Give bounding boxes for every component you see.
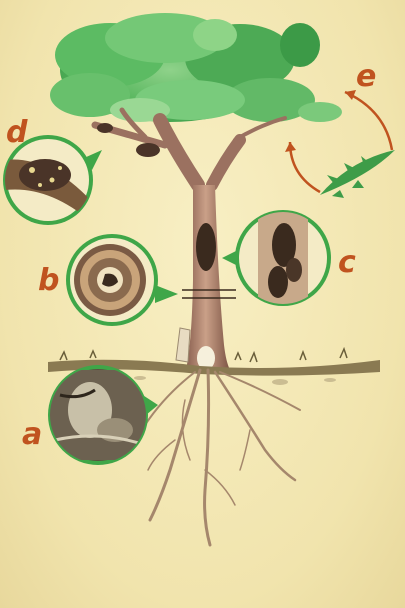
tree-crown [50, 13, 342, 122]
bark-canker-inset [222, 210, 331, 307]
label-c: c [338, 248, 356, 278]
trunk-canker [196, 223, 216, 271]
stump [176, 328, 190, 362]
root-system [145, 370, 300, 545]
label-d: d [6, 118, 27, 148]
label-e: e [356, 62, 376, 92]
root-decay-inset [48, 365, 158, 465]
tree-branches [95, 110, 285, 185]
label-a: a [22, 420, 42, 450]
trunk-cross-section-inset [66, 234, 178, 326]
label-b: b [38, 266, 59, 296]
tree-trunk [186, 185, 230, 370]
